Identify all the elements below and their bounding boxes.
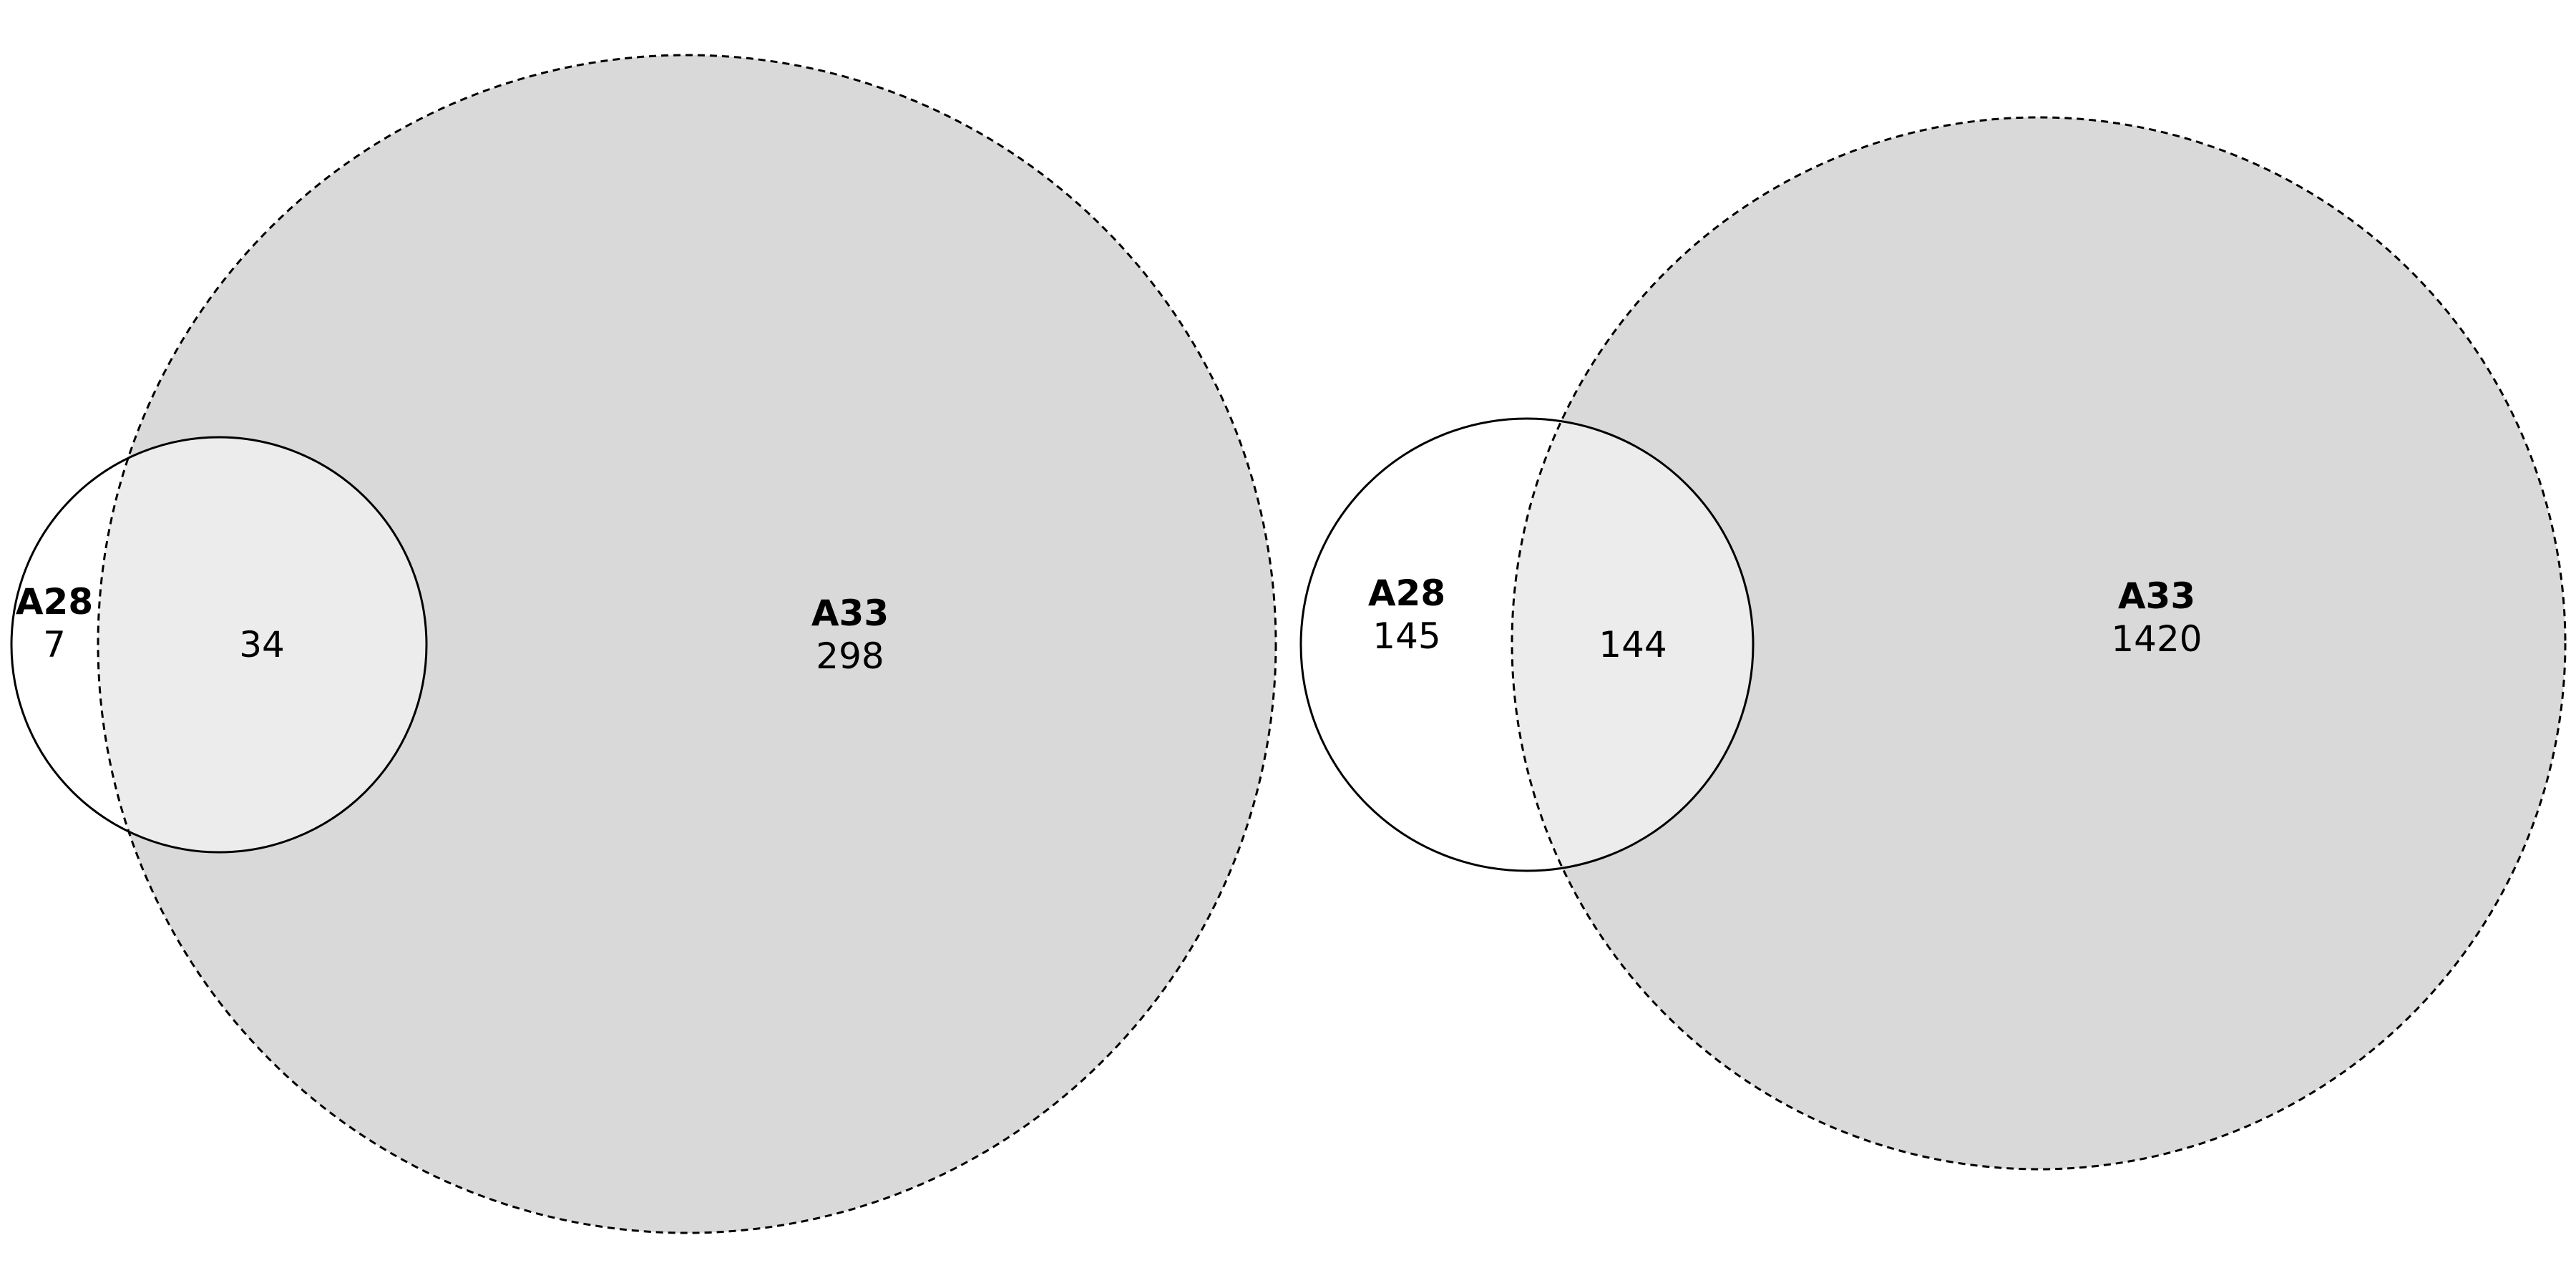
intersection-count: 34 bbox=[239, 624, 285, 665]
small-set-circle bbox=[10, 436, 428, 854]
large-set-only-count: 298 bbox=[816, 635, 884, 677]
large-set-circle bbox=[98, 55, 1276, 1233]
large-set-outline bbox=[97, 54, 1277, 1234]
small-set-only-count: 7 bbox=[43, 624, 66, 665]
venn-diagram-right: A28 145 144 A33 1420 bbox=[1299, 116, 2567, 1171]
large-set-outline bbox=[1511, 116, 2567, 1171]
small-set-circle bbox=[1299, 417, 1755, 872]
large-set-name: A33 bbox=[2118, 575, 2195, 617]
large-set-circle bbox=[1512, 117, 2565, 1169]
small-set-only-count: 145 bbox=[1372, 615, 1440, 657]
venn-diagram-left: A28 7 34 A33 298 bbox=[10, 54, 1277, 1234]
intersection-count: 144 bbox=[1599, 624, 1667, 665]
small-set-name: A28 bbox=[16, 581, 93, 623]
large-set-name: A33 bbox=[811, 592, 889, 634]
small-set-name: A28 bbox=[1368, 572, 1445, 614]
large-set-only-count: 1420 bbox=[2111, 618, 2202, 660]
